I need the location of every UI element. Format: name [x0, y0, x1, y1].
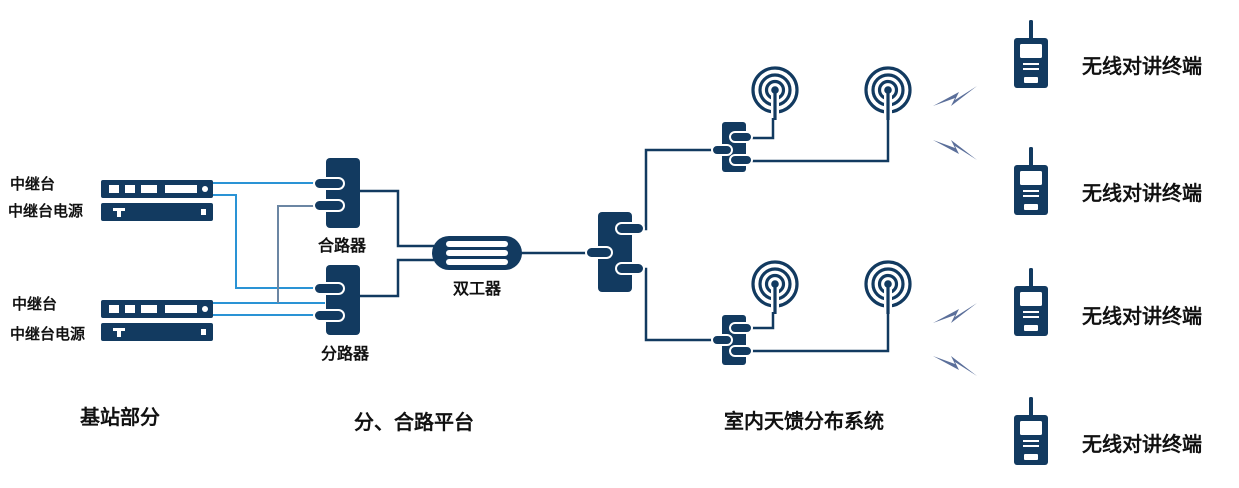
- power-label-2: 中继台电源: [10, 325, 85, 343]
- antenna-icon: [753, 262, 797, 314]
- signal-bolt-icon: [933, 303, 977, 323]
- terminal-label-4: 无线对讲终端: [1082, 432, 1202, 456]
- indoor-das-group: 室内天馈分布系统: [585, 68, 910, 433]
- terminal-label-3: 无线对讲终端: [1082, 304, 1202, 328]
- repeater-unit-1: [101, 180, 213, 198]
- antenna-icon: [866, 68, 910, 120]
- platform-group-label: 分、合路平台: [354, 410, 474, 434]
- signal-bolt-icon: [933, 140, 977, 160]
- platform-group: 合路器 分路器 双工器 分、合路平台: [313, 158, 522, 434]
- base-station-group-label: 基站部分: [80, 405, 160, 429]
- terminal-label-2: 无线对讲终端: [1082, 181, 1202, 205]
- combiner-device: [313, 158, 360, 228]
- power-unit-2: [101, 323, 213, 341]
- splitter-device: [313, 265, 360, 335]
- splitter-label: 分路器: [321, 344, 370, 363]
- combiner-label: 合路器: [318, 236, 367, 255]
- walkie-talkie-icon: [1014, 268, 1048, 336]
- base-station-group: 中继台 中继台电源 中继台 中继台电源 基站部分: [8, 175, 213, 429]
- antenna-icon: [866, 262, 910, 314]
- power-label-1: 中继台电源: [8, 202, 83, 220]
- walkie-talkie-icon: [1014, 397, 1048, 465]
- duplexer-label: 双工器: [453, 279, 502, 298]
- signal-bolts: [933, 86, 977, 376]
- repeater-unit-2: [101, 300, 213, 318]
- repeater-label-1: 中继台: [10, 175, 55, 193]
- power-divider-device: [585, 212, 645, 292]
- walkie-talkie-icon: [1014, 20, 1048, 88]
- repeater-label-2: 中继台: [12, 295, 57, 313]
- signal-bolt-icon: [933, 356, 977, 376]
- terminals-group: 无线对讲终端 无线对讲终端 无线对讲终端 无线对讲终端: [1014, 20, 1202, 465]
- terminal-label-1: 无线对讲终端: [1082, 54, 1202, 78]
- antenna-icon: [753, 68, 797, 120]
- power-unit-1: [101, 203, 213, 221]
- signal-bolt-icon: [933, 86, 977, 106]
- duplexer-device: [432, 236, 522, 270]
- coupler-icon: [711, 315, 753, 365]
- coupler-icon: [711, 122, 753, 172]
- walkie-talkie-icon: [1014, 147, 1048, 215]
- indoor-das-group-label: 室内天馈分布系统: [724, 409, 884, 433]
